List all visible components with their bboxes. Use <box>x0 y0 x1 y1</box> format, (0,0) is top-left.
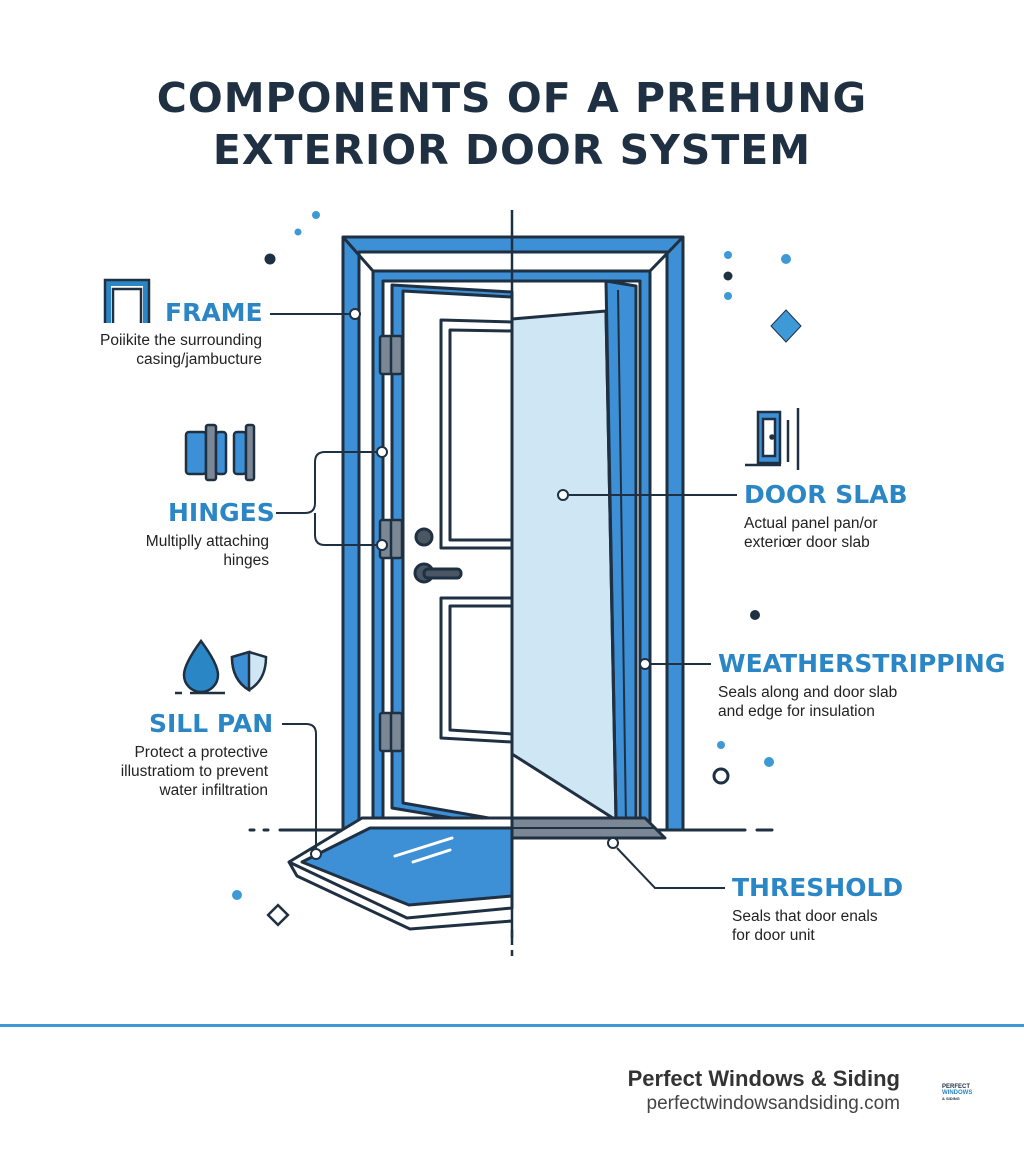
brand-block: Perfect Windows & Siding perfectwindowsa… <box>628 1066 900 1115</box>
weatherstripping-description: Seals along and door slab and edge for i… <box>718 684 898 720</box>
brand-name: Perfect Windows & Siding <box>627 1066 900 1091</box>
title-line-2: EXTERIOR DOOR SYSTEM <box>212 126 812 174</box>
door-slab-description: Actual panel pan/or exteriœr door slab <box>744 515 878 551</box>
brand-url: perfectwindowsandsiding.com <box>646 1093 900 1114</box>
decor-dots <box>232 211 791 927</box>
sparkle-icon <box>770 309 802 343</box>
sill-pan-description: Protect a protective illustratiom to pre… <box>120 744 268 799</box>
leader-lines <box>270 308 737 889</box>
footer-divider <box>0 1024 1024 1027</box>
door-diagram <box>103 210 802 956</box>
hinge-icon <box>184 423 256 482</box>
water-drop-icon <box>175 638 225 695</box>
sill-pan-label: SILL PAN <box>149 709 274 738</box>
door-handle <box>413 527 463 584</box>
brand-logo: PERFECT WINDOWS & SIDING <box>942 1084 973 1101</box>
door-slab-icon <box>745 408 800 470</box>
threshold-description: Seals that door enals for door unit <box>732 908 878 944</box>
title-line-1: COMPONENTS OF A PREHUNG <box>156 74 868 122</box>
page-title: COMPONENTS OF A PREHUNG EXTERIOR DOOR SY… <box>0 72 1024 176</box>
door-slab-label: DOOR SLAB <box>744 480 908 509</box>
weatherstripping-label: WEATHERSTRIPPING <box>718 649 1006 678</box>
shield-icon <box>230 650 268 693</box>
threshold-bar <box>510 816 667 840</box>
frame-icon <box>103 278 151 323</box>
sill-pan <box>287 816 514 931</box>
hinge-hardware <box>378 334 404 753</box>
door-slab-left <box>390 283 514 830</box>
threshold-label: THRESHOLD <box>732 873 904 902</box>
hinges-label: HINGES <box>168 498 275 527</box>
hinges-description: Multiplly attaching hinges <box>145 533 269 569</box>
frame-label: FRAME <box>165 298 263 327</box>
door-slab-right <box>510 279 638 832</box>
frame-description: Poiikite the surrounding casing/jambuctu… <box>100 332 262 368</box>
